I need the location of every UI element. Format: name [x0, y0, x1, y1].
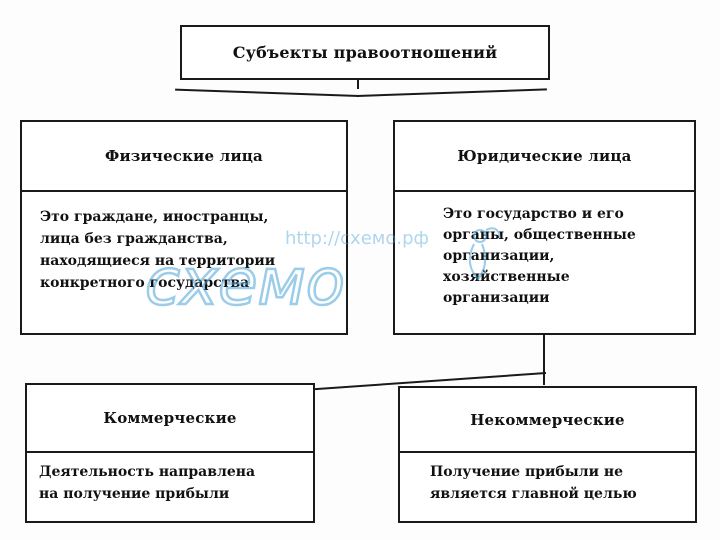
commercial-box: Коммерческие Деятельность направлена на … — [25, 383, 315, 523]
legal-entities-title: Юридические лица — [457, 147, 632, 165]
natural-persons-line: Это граждане, иностранцы, — [40, 209, 269, 225]
connector-legal-down — [543, 335, 545, 385]
title-box: Субъекты правоотношений — [180, 25, 550, 80]
connector-title-right-diag — [356, 88, 547, 97]
noncommercial-box: Некоммерческие Получение прибыли не явля… — [398, 386, 697, 523]
natural-persons-title: Физические лица — [105, 147, 263, 165]
noncommercial-line: является главной целью — [430, 486, 637, 502]
commercial-divider — [27, 451, 313, 453]
noncommercial-divider — [400, 451, 695, 453]
natural-persons-line: конкретного государства — [40, 275, 250, 291]
connector-title-left-diag — [175, 88, 360, 97]
legal-entities-line: организации — [443, 290, 550, 306]
legal-entities-line: органы, общественные — [443, 227, 636, 243]
noncommercial-line: Получение прибыли не — [430, 464, 624, 480]
natural-persons-box: Физические лица Это граждане, иностранцы… — [20, 120, 348, 335]
natural-persons-description: Это граждане, иностранцы, лица без гражд… — [40, 206, 275, 294]
noncommercial-title: Некоммерческие — [470, 410, 625, 429]
legal-entities-line: хозяйственные — [443, 269, 570, 285]
legal-entities-box: Юридические лица Это государство и его о… — [393, 120, 696, 335]
legal-entities-description: Это государство и его органы, общественн… — [443, 204, 636, 309]
commercial-line: на получение прибыли — [39, 486, 230, 502]
natural-persons-divider — [22, 190, 346, 192]
commercial-description: Деятельность направлена на получение при… — [39, 461, 255, 505]
natural-persons-line: находящиеся на территории — [40, 253, 276, 269]
commercial-line: Деятельность направлена — [39, 464, 256, 480]
legal-entities-line: организации, — [443, 248, 555, 264]
legal-entities-divider — [395, 190, 694, 192]
noncommercial-description: Получение прибыли не является главной це… — [430, 461, 637, 505]
diagram-title: Субъекты правоотношений — [232, 43, 498, 62]
commercial-title: Коммерческие — [103, 409, 237, 427]
legal-entities-line: Это государство и его — [443, 206, 624, 222]
connector-title-down — [357, 79, 359, 89]
natural-persons-line: лица без гражданства, — [40, 231, 228, 247]
